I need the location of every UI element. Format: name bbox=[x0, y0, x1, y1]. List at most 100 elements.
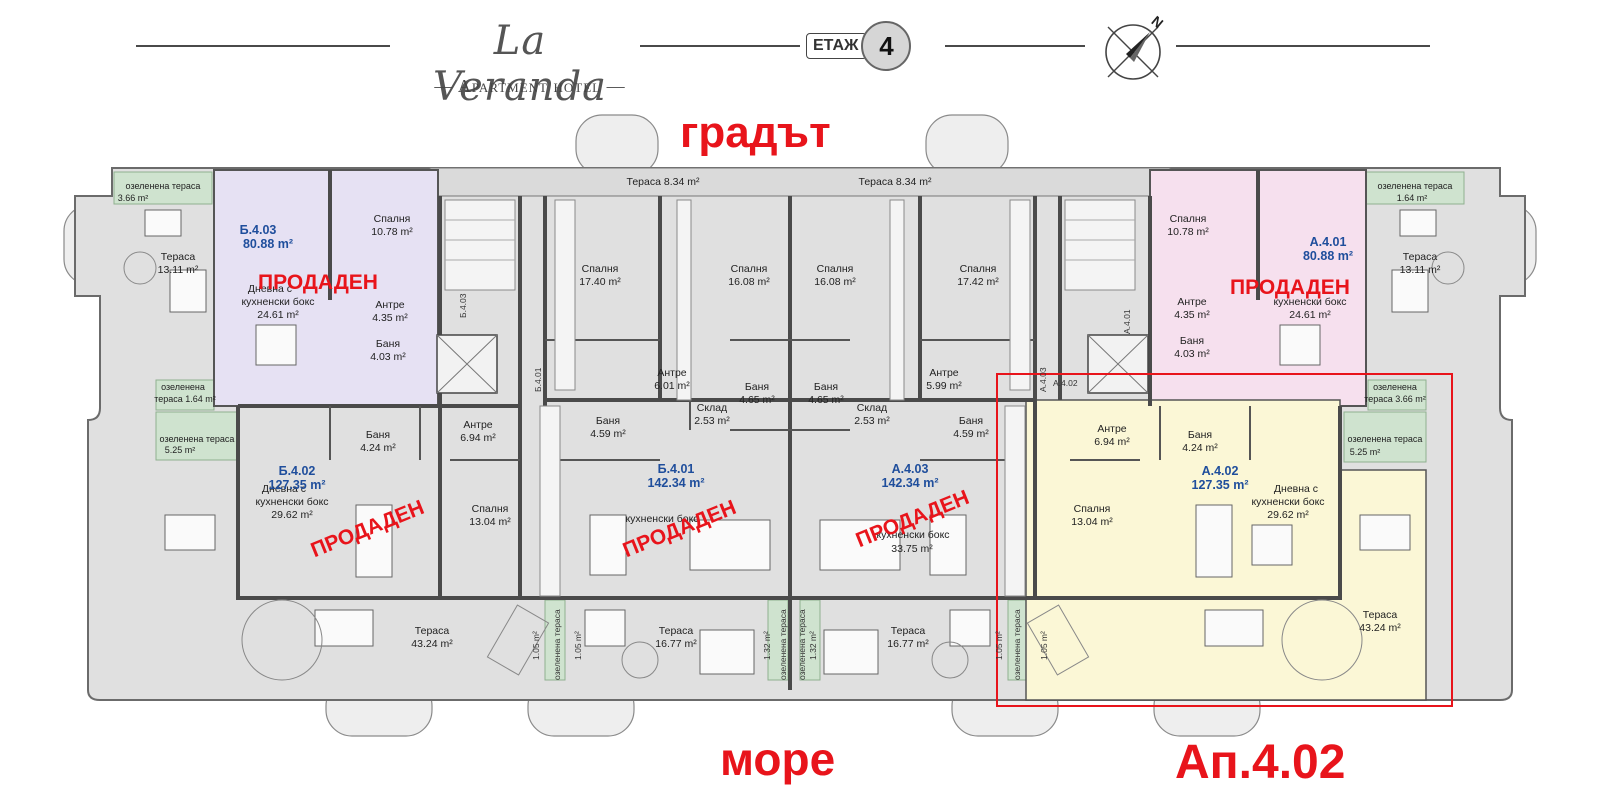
label-terrace-bottom-3: Тераса bbox=[891, 625, 926, 637]
label-a401-living-area: 24.61 m² bbox=[1289, 309, 1331, 321]
label-terrace-bottom-1: Тераса bbox=[415, 625, 450, 637]
label-green-small-left-area: тераса 1.64 m² bbox=[154, 394, 216, 404]
apt-code-a401: А.4.01 bbox=[1310, 235, 1347, 249]
label-a402-living-area: 29.62 m² bbox=[1267, 509, 1309, 521]
label-b401-bath-area: 4.59 m² bbox=[590, 428, 626, 440]
door-label-a401: А.4.01 bbox=[1122, 309, 1132, 334]
label-b402-bath: Баня bbox=[366, 429, 390, 441]
label-a401-hall: Антре bbox=[1177, 296, 1206, 308]
label-terrace-bottom-2-area: 16.77 m² bbox=[655, 638, 697, 650]
apt-code-a403: А.4.03 bbox=[892, 462, 929, 476]
floor-label: ЕТАЖ bbox=[806, 33, 868, 59]
orientation-top-label: градът bbox=[680, 108, 831, 157]
label-b402-bedroom-area: 13.04 m² bbox=[469, 516, 511, 528]
label-b402-hall: Антре bbox=[463, 419, 492, 431]
header-rule-left bbox=[136, 45, 390, 47]
label-green-vert-4: озеленена тераса bbox=[1012, 609, 1022, 680]
label-hall-601: Антре bbox=[657, 367, 686, 379]
label-b403-bath: Баня bbox=[376, 338, 400, 350]
label-green-small-right: озеленена bbox=[1373, 382, 1417, 392]
label-a402-bedroom: Спалня bbox=[1074, 503, 1111, 515]
label-a401-hall-area: 4.35 m² bbox=[1174, 309, 1210, 321]
label-b403-living: Дневна с bbox=[248, 283, 292, 295]
label-terrace-bottom-4-area: 43.24 m² bbox=[1359, 622, 1401, 634]
label-green-small-right-area: тераса 3.66 m² bbox=[1364, 394, 1426, 404]
label-b403-bedroom-area: 10.78 m² bbox=[371, 226, 413, 238]
label-terrace-left: Тераса bbox=[161, 251, 196, 263]
header-rule-right1 bbox=[945, 45, 1085, 47]
label-terrace-right-area: 13.11 m² bbox=[1400, 264, 1441, 276]
label-bedroom-1742-area: 17.42 m² bbox=[957, 276, 999, 288]
label-bath-465-left: Баня bbox=[745, 381, 769, 393]
label-green-vert-3: озеленена тераса bbox=[797, 609, 807, 680]
apt-area-b401: 142.34 m² bbox=[648, 476, 705, 490]
label-bedroom-1608-left: Спалня bbox=[731, 263, 768, 275]
label-b403-hall: Антре bbox=[375, 299, 404, 311]
orientation-bottom-label: море bbox=[720, 733, 836, 785]
header-rule-right2 bbox=[1176, 45, 1430, 47]
label-green-mid-right: озеленена тераса bbox=[1348, 434, 1423, 444]
label-green-mid-left: озеленена тераса bbox=[160, 434, 235, 444]
apt-area-a403: 142.34 m² bbox=[882, 476, 939, 490]
label-terrace-834-left: Тераса 8.34 m² bbox=[627, 176, 700, 188]
label-storage-right: Склад bbox=[857, 402, 887, 414]
label-a403-bath: Баня bbox=[959, 415, 983, 427]
label-b403-bath-area: 4.03 m² bbox=[370, 351, 406, 363]
label-green-vert-1: озеленена тераса bbox=[552, 609, 562, 680]
highlight-apartment-label: Ап.4.02 bbox=[1175, 736, 1346, 789]
door-label-a402: А.4.02 bbox=[1053, 378, 1078, 388]
door-label-b403: Б.4.03 bbox=[458, 293, 468, 318]
label-b402-bedroom: Спалня bbox=[472, 503, 509, 515]
label-a401-bedroom: Спалня bbox=[1170, 213, 1207, 225]
compass-icon: N bbox=[1105, 13, 1166, 80]
label-area-105-c: 1.05 m² bbox=[994, 631, 1004, 660]
label-b402-bath-area: 4.24 m² bbox=[360, 442, 396, 454]
label-b403-living-area: 24.61 m² bbox=[257, 309, 299, 321]
sold-label-b403: ПРОДАДЕН bbox=[258, 271, 378, 294]
label-bath-465-right: Баня bbox=[814, 381, 838, 393]
label-b402-living-area: 29.62 m² bbox=[271, 509, 313, 521]
label-area-105-a: 1.05 m² bbox=[531, 631, 541, 660]
apt-code-b403: Б.4.03 bbox=[240, 223, 277, 237]
logo-title: La Veranda bbox=[432, 18, 608, 110]
label-a402-hall: Антре bbox=[1097, 423, 1126, 435]
label-b403-bedroom: Спалня bbox=[374, 213, 411, 225]
label-green-terrace-tr-area: 1.64 m² bbox=[1397, 193, 1428, 203]
apt-code-b402: Б.4.02 bbox=[279, 464, 316, 478]
label-bedroom-1740: Спалня bbox=[582, 263, 619, 275]
label-a402-bedroom-area: 13.04 m² bbox=[1071, 516, 1113, 528]
header-rule-mid bbox=[640, 45, 800, 47]
label-terrace-bottom-4: Тераса bbox=[1363, 609, 1398, 621]
label-b401-kitchen: кухненски бокс bbox=[625, 513, 698, 525]
label-a402-bath-area: 4.24 m² bbox=[1182, 442, 1218, 454]
floor-badge: ЕТАЖ 4 bbox=[806, 21, 912, 71]
label-a403-living-area: 33.75 m² bbox=[891, 543, 933, 555]
door-label-b401: Б.4.01 bbox=[533, 367, 543, 392]
label-b401-bath: Баня bbox=[596, 415, 620, 427]
label-a402-hall-area: 6.94 m² bbox=[1094, 436, 1130, 448]
label-b402-kitchen: кухненски бокс bbox=[255, 496, 328, 508]
label-a401-bath: Баня bbox=[1180, 335, 1204, 347]
label-storage-left-area: 2.53 m² bbox=[694, 415, 730, 427]
label-bedroom-1740-area: 17.40 m² bbox=[579, 276, 621, 288]
label-a403-bath-area: 4.59 m² bbox=[953, 428, 989, 440]
label-bedroom-1608-right-area: 16.08 m² bbox=[814, 276, 856, 288]
label-a402-bath: Баня bbox=[1188, 429, 1212, 441]
apt-area-b402: 127.35 m² bbox=[269, 478, 326, 492]
label-a403-kitchen: кухненски бокс bbox=[876, 529, 949, 541]
label-b402-living: Дневна с bbox=[262, 483, 306, 495]
label-area-132-b: 1.32 m² bbox=[808, 631, 818, 660]
logo-subtitle: — Apartment hotel — bbox=[434, 76, 626, 96]
label-bath-465-right-area: 4.65 m² bbox=[808, 394, 844, 406]
label-bedroom-1608-right: Спалня bbox=[817, 263, 854, 275]
label-green-terrace-tl: озеленена тераса bbox=[126, 181, 201, 191]
label-area-132-a: 1.32 m² bbox=[762, 631, 772, 660]
label-green-terrace-tl-area: 3.66 m² bbox=[118, 193, 149, 203]
label-bath-465-left-area: 4.65 m² bbox=[739, 394, 775, 406]
label-terrace-left-area: 13.11 m² bbox=[158, 264, 199, 276]
sold-label-a401: ПРОДАДЕН bbox=[1230, 276, 1350, 299]
label-b402-hall-area: 6.94 m² bbox=[460, 432, 496, 444]
label-b403-hall-area: 4.35 m² bbox=[372, 312, 408, 324]
label-a401-kitchen: кухненски бокс bbox=[1273, 296, 1346, 308]
apt-code-b401: Б.4.01 bbox=[658, 462, 695, 476]
